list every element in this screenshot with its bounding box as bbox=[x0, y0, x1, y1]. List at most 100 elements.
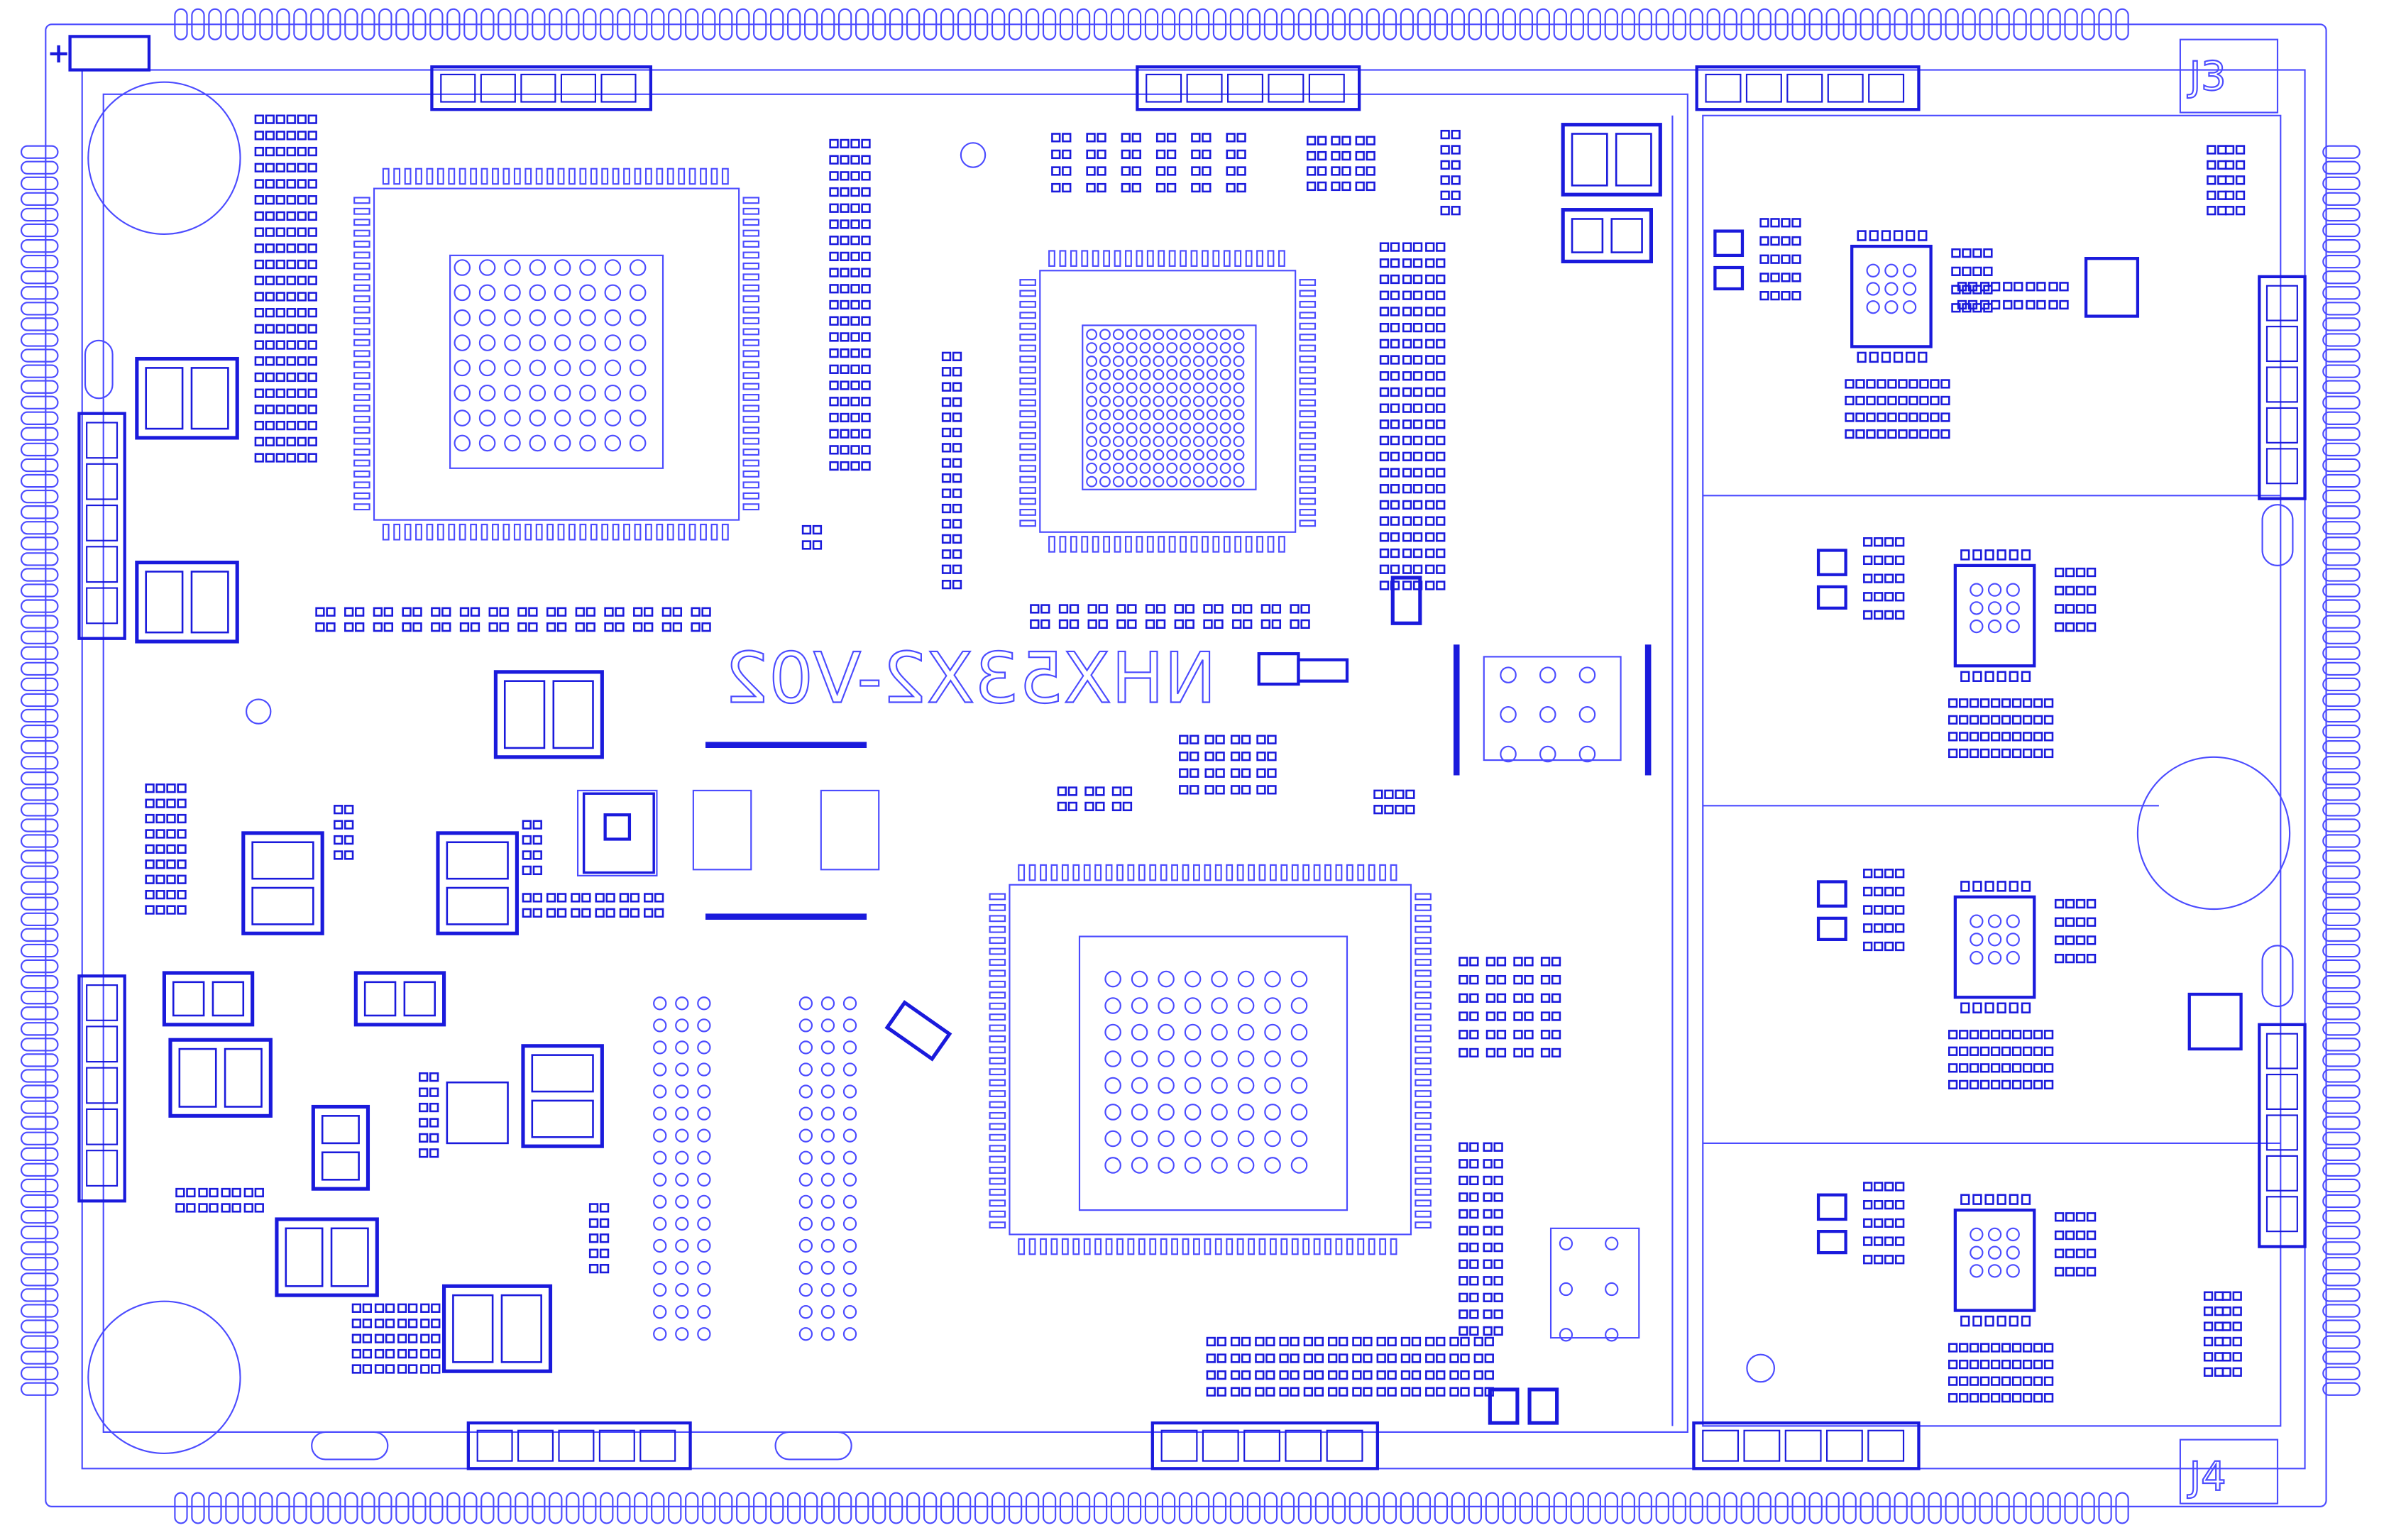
via-grid-a-ball bbox=[675, 1282, 689, 1297]
soc-passives-3-pad bbox=[1373, 805, 1383, 815]
decoupling-top-pad bbox=[1155, 133, 1166, 143]
rf-module-2-pin bbox=[1972, 549, 1982, 561]
rf-module-1-bottom-pad bbox=[1845, 429, 1855, 439]
soc-passives-6-pad bbox=[1376, 1353, 1386, 1363]
pmic-passives-7-pad bbox=[408, 1303, 418, 1313]
memory-ball bbox=[1233, 449, 1245, 461]
rf-module-4-chip-ball bbox=[1970, 1264, 1984, 1278]
castellation-pad bbox=[2322, 1084, 2361, 1099]
via-grid-b-ball bbox=[820, 1018, 835, 1033]
decoupling-top-pad bbox=[1051, 182, 1061, 193]
corner-passives-1-pad bbox=[2224, 190, 2235, 200]
top-passives-2-pad bbox=[1451, 175, 1461, 185]
decoupling-right-pad bbox=[1425, 468, 1435, 478]
memory-ball bbox=[1206, 436, 1218, 448]
pin1-marker-block: + bbox=[47, 35, 151, 72]
castellation-pad bbox=[2322, 1226, 2361, 1240]
rf-module-3-right-pad bbox=[2065, 953, 2075, 964]
castellation-pad bbox=[1093, 8, 1108, 40]
soc-qfp-pad bbox=[989, 1057, 1006, 1065]
decoupling-left-pad bbox=[254, 179, 264, 189]
board-edge bbox=[45, 23, 2327, 1507]
soc-passives-1-pad bbox=[1179, 768, 1189, 778]
pmic-passives-7-pad bbox=[408, 1348, 418, 1359]
via-grid-a-ball bbox=[653, 1150, 667, 1165]
top-passives-2-pad bbox=[1451, 160, 1461, 170]
soc-qfp-pad bbox=[1415, 1035, 1432, 1043]
processor-qfp-pad bbox=[721, 523, 729, 541]
decoupling-right-pad bbox=[1390, 468, 1400, 478]
memory-ball bbox=[1153, 475, 1165, 488]
processor-qfp-pad bbox=[502, 167, 510, 185]
rf-module-1-bottom-pad bbox=[1898, 395, 1908, 406]
decoupling-right-pad bbox=[1402, 435, 1412, 446]
soc-ball bbox=[1184, 1104, 1202, 1121]
memory-qfp-pad bbox=[1019, 475, 1036, 483]
memory-qfp-pad bbox=[1299, 388, 1317, 396]
corner-passives-2-pad bbox=[2203, 1306, 2214, 1316]
decoupling-column-pad bbox=[941, 549, 952, 559]
corner-passives-2-pad bbox=[2203, 1321, 2214, 1331]
processor-qfp-pad bbox=[742, 273, 760, 281]
soc-qfp-pad bbox=[1415, 1177, 1432, 1185]
decoupling-mid-pad bbox=[861, 236, 871, 246]
decoupling-left-pad bbox=[254, 307, 264, 318]
soc-qfp-pad bbox=[1127, 1238, 1135, 1255]
castellation-pad bbox=[429, 8, 444, 40]
via-grid-b-ball bbox=[798, 1282, 813, 1297]
soc-qfp-pad bbox=[1214, 864, 1222, 881]
soc-ball bbox=[1290, 1130, 1308, 1148]
castellation-pad bbox=[600, 8, 614, 40]
soc-passives-6-pad bbox=[1411, 1387, 1422, 1397]
soc-passives-5-pad bbox=[1459, 1226, 1468, 1236]
soc-passives-5-pad bbox=[1493, 1175, 1503, 1186]
soc-ball bbox=[1184, 997, 1202, 1014]
rf-module-1-bottom-pad bbox=[1855, 412, 1865, 422]
inductor-5 bbox=[436, 831, 519, 935]
memory-ball bbox=[1099, 409, 1111, 421]
processor-ball bbox=[629, 434, 647, 452]
memory-ball bbox=[1139, 409, 1151, 421]
misc-passives-pad bbox=[812, 524, 823, 535]
sensor-passives-pad bbox=[2048, 282, 2058, 292]
rf-module-3-left-pad bbox=[1895, 905, 1905, 915]
processor-ball bbox=[629, 359, 647, 377]
decoupling-right-pad bbox=[1412, 564, 1423, 574]
rf-module-4-chip-ball bbox=[1987, 1245, 2002, 1260]
memory-ball bbox=[1099, 329, 1111, 341]
soc-qfp-pad bbox=[1116, 1238, 1124, 1255]
rf-module-4-left-pad bbox=[1895, 1218, 1905, 1228]
soc-qfp bbox=[1009, 884, 1412, 1236]
via-grid-b-ball bbox=[842, 1260, 857, 1275]
memory-qfp-pad bbox=[1019, 279, 1036, 286]
rf-module-4-chip-ball bbox=[1987, 1264, 2002, 1278]
castellation-pad bbox=[2322, 708, 2361, 723]
castellation-pad bbox=[20, 1335, 59, 1349]
castellation-pad bbox=[1860, 1492, 1874, 1524]
memory-ball bbox=[1112, 422, 1124, 434]
soc-passives-5-pad bbox=[1469, 1292, 1479, 1302]
board-outline bbox=[45, 23, 2327, 1507]
soc-passives-5-pad bbox=[1483, 1309, 1493, 1319]
memory-ball bbox=[1233, 356, 1245, 367]
processor-qfp-pad bbox=[742, 284, 760, 292]
decoupling-mid-pad bbox=[861, 429, 871, 439]
processor-qfp-pad bbox=[557, 523, 565, 541]
via-grid-a-ball bbox=[653, 1238, 667, 1253]
castellation-pad bbox=[1911, 1492, 1925, 1524]
decoupling-left-pad bbox=[265, 292, 275, 302]
memory-qfp-pad bbox=[1048, 250, 1055, 267]
rf-module-1-right-pad bbox=[1972, 266, 1982, 277]
rf-module-4-bottom-pad bbox=[2011, 1376, 2022, 1386]
soc-passives-6-pad bbox=[1255, 1370, 1265, 1380]
castellation-pad bbox=[2081, 1492, 2095, 1524]
decoupling-mid-pad bbox=[840, 284, 850, 294]
castellation-pad bbox=[974, 1492, 989, 1524]
soc-passives-5-pad bbox=[1493, 1159, 1503, 1169]
soc-passives-5-pad bbox=[1483, 1276, 1493, 1286]
castellation-pad bbox=[20, 615, 59, 629]
inductor-13 bbox=[353, 971, 446, 1027]
pmic-passives-7-pad bbox=[431, 1364, 441, 1374]
memory-ball bbox=[1126, 409, 1138, 421]
processor-ball bbox=[454, 259, 471, 276]
